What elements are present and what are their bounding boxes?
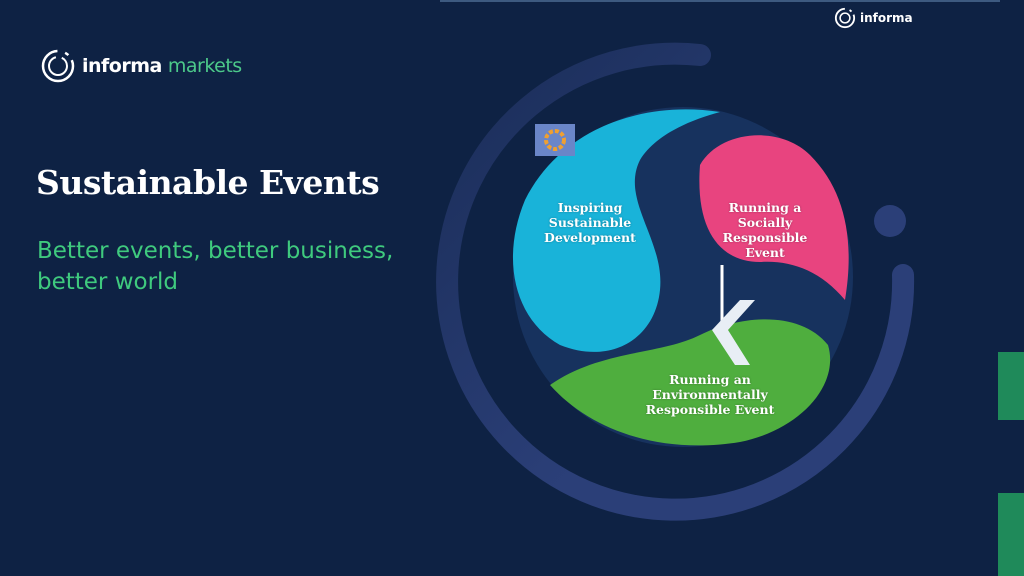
informa-logo-icon — [41, 49, 75, 83]
brand-primary: informa — [82, 55, 162, 77]
segment-label-environmental: Running an Environmentally Responsible E… — [645, 372, 775, 417]
side-tab-green — [998, 352, 1024, 420]
segment-green — [550, 319, 831, 446]
top-divider — [440, 0, 1000, 2]
outer-ring-arc — [436, 42, 915, 521]
page-title: Sustainable Events — [36, 163, 380, 202]
segment-blue — [512, 109, 720, 352]
ring-dot — [874, 205, 906, 237]
sdg-board — [535, 124, 575, 156]
informa-corner-logo: informa — [834, 7, 913, 29]
informa-logo-icon — [834, 7, 856, 29]
brand-secondary: markets — [167, 55, 242, 77]
page-subtitle: Better events, better business, better w… — [37, 238, 394, 295]
stage-structure — [712, 300, 760, 365]
corner-brand: informa — [860, 11, 913, 25]
segment-label-inspiring: Inspiring Sustainable Development — [544, 200, 636, 245]
segment-pink — [699, 135, 849, 300]
sdg-wheel-icon — [544, 129, 566, 151]
side-tab-green — [998, 493, 1024, 576]
segment-label-social: Running a Socially Responsible Event — [722, 200, 808, 260]
